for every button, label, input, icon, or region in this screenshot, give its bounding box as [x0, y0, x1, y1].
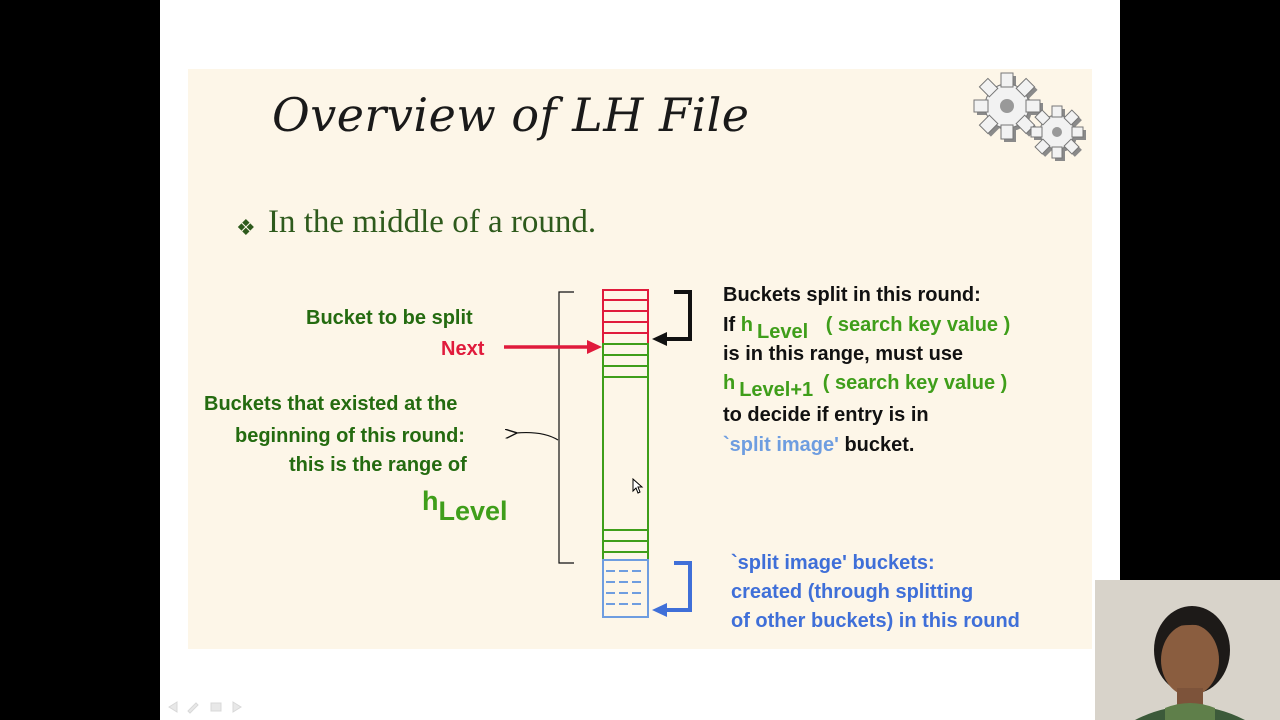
slide-title: Overview of LH File	[272, 88, 750, 142]
if-word: If	[723, 314, 736, 336]
existed-buckets-line-3: this is the range of	[289, 454, 467, 476]
slide-navigation-controls[interactable]	[166, 700, 256, 714]
split-round-line-5: to decide if entry is in	[723, 404, 929, 426]
h-level-h: h	[422, 486, 439, 516]
mouse-cursor-icon	[632, 478, 644, 494]
split-image-label-line-2: created (through splitting	[731, 581, 974, 603]
pen-icon[interactable]	[187, 702, 199, 714]
bucket-to-be-split-label: Bucket to be split	[306, 307, 473, 329]
presenter-webcam-overlay	[1095, 580, 1280, 720]
search-key-arg-1: ( search key value )	[825, 314, 1011, 336]
h-level-sub: Level	[438, 496, 508, 526]
next-slide-icon[interactable]	[232, 701, 242, 713]
bucket-word: bucket.	[844, 434, 915, 456]
h-level-label: hLevel	[422, 486, 508, 525]
split-image-label-line-1: `split image' buckets:	[731, 552, 935, 574]
h-letter: h	[740, 314, 753, 336]
h-letter-2: h	[723, 372, 736, 394]
split-image-label-line-3: of other buckets) in this round	[731, 610, 1020, 632]
bullet-text: In the middle of a round.	[268, 204, 597, 240]
split-image-quote: `split image'	[723, 434, 839, 456]
small-gear	[1030, 105, 1086, 161]
level-sub: Level	[757, 321, 809, 343]
search-key-arg-2: ( search key value )	[822, 372, 1008, 394]
large-gear	[973, 72, 1043, 142]
existed-buckets-line-2: beginning of this round:	[235, 425, 465, 447]
gears-icon	[973, 72, 1086, 161]
diamond-bullet-icon: ❖	[236, 215, 256, 240]
split-round-line-3: is in this range, must use	[723, 343, 964, 365]
next-pointer-label: Next	[441, 338, 485, 360]
menu-icon[interactable]	[210, 702, 222, 712]
level-plus-one-sub: Level+1	[739, 379, 814, 401]
existed-buckets-line-1: Buckets that existed at the	[204, 393, 458, 415]
split-round-line-1: Buckets split in this round:	[723, 284, 981, 306]
left-black-margin	[0, 0, 160, 720]
prev-slide-icon[interactable]	[168, 701, 178, 713]
presenter-video-icon	[1095, 580, 1280, 720]
split-round-line-6: `split image' bucket.	[723, 435, 914, 455]
